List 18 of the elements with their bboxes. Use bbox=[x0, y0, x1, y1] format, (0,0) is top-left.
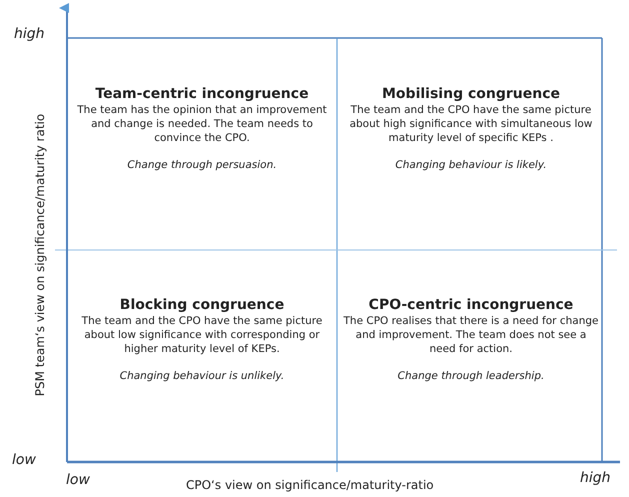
quadrant-heading: Blocking congruence bbox=[118, 297, 286, 313]
quadrant-description: The team has the opinion that an improvement and change is needed. The team needs to convince the CPO. bbox=[76, 103, 328, 145]
quadrant-description: The team and the CPO have the same picture about high significance with simultaneous low maturity level of specific KEPs . bbox=[348, 103, 594, 145]
axis-tick-label: high bbox=[14, 26, 45, 42]
axis-title: PSM team‘s view on significance/maturity ratio bbox=[33, 114, 48, 396]
axis-tick-label: low bbox=[12, 452, 36, 468]
axis-tick-label: high bbox=[580, 470, 611, 486]
quadrant-note: Change through leadership. bbox=[396, 370, 546, 382]
quadrant-heading: Team-centric incongruence bbox=[94, 86, 310, 102]
axis-tick-label: low bbox=[66, 472, 90, 488]
axis-title: CPO‘s view on significance/maturity-ratio bbox=[186, 478, 434, 492]
quadrant-note: Change through persuasion. bbox=[126, 159, 278, 171]
quadrant-note: Changing behaviour is likely. bbox=[394, 159, 548, 171]
quadrant-description: The CPO realises that there is a need for change and improvement. The team does not see a need for action. bbox=[343, 314, 599, 356]
quadrant-note: Changing behaviour is unlikely. bbox=[118, 370, 286, 382]
quadrant-description: The team and the CPO have the same picture about low significance with corresponding or higher maturity level of KEPs. bbox=[80, 314, 324, 356]
quadrant-heading: CPO-centric incongruence bbox=[368, 297, 574, 313]
quadrant-heading: Mobilising congruence bbox=[381, 86, 561, 102]
